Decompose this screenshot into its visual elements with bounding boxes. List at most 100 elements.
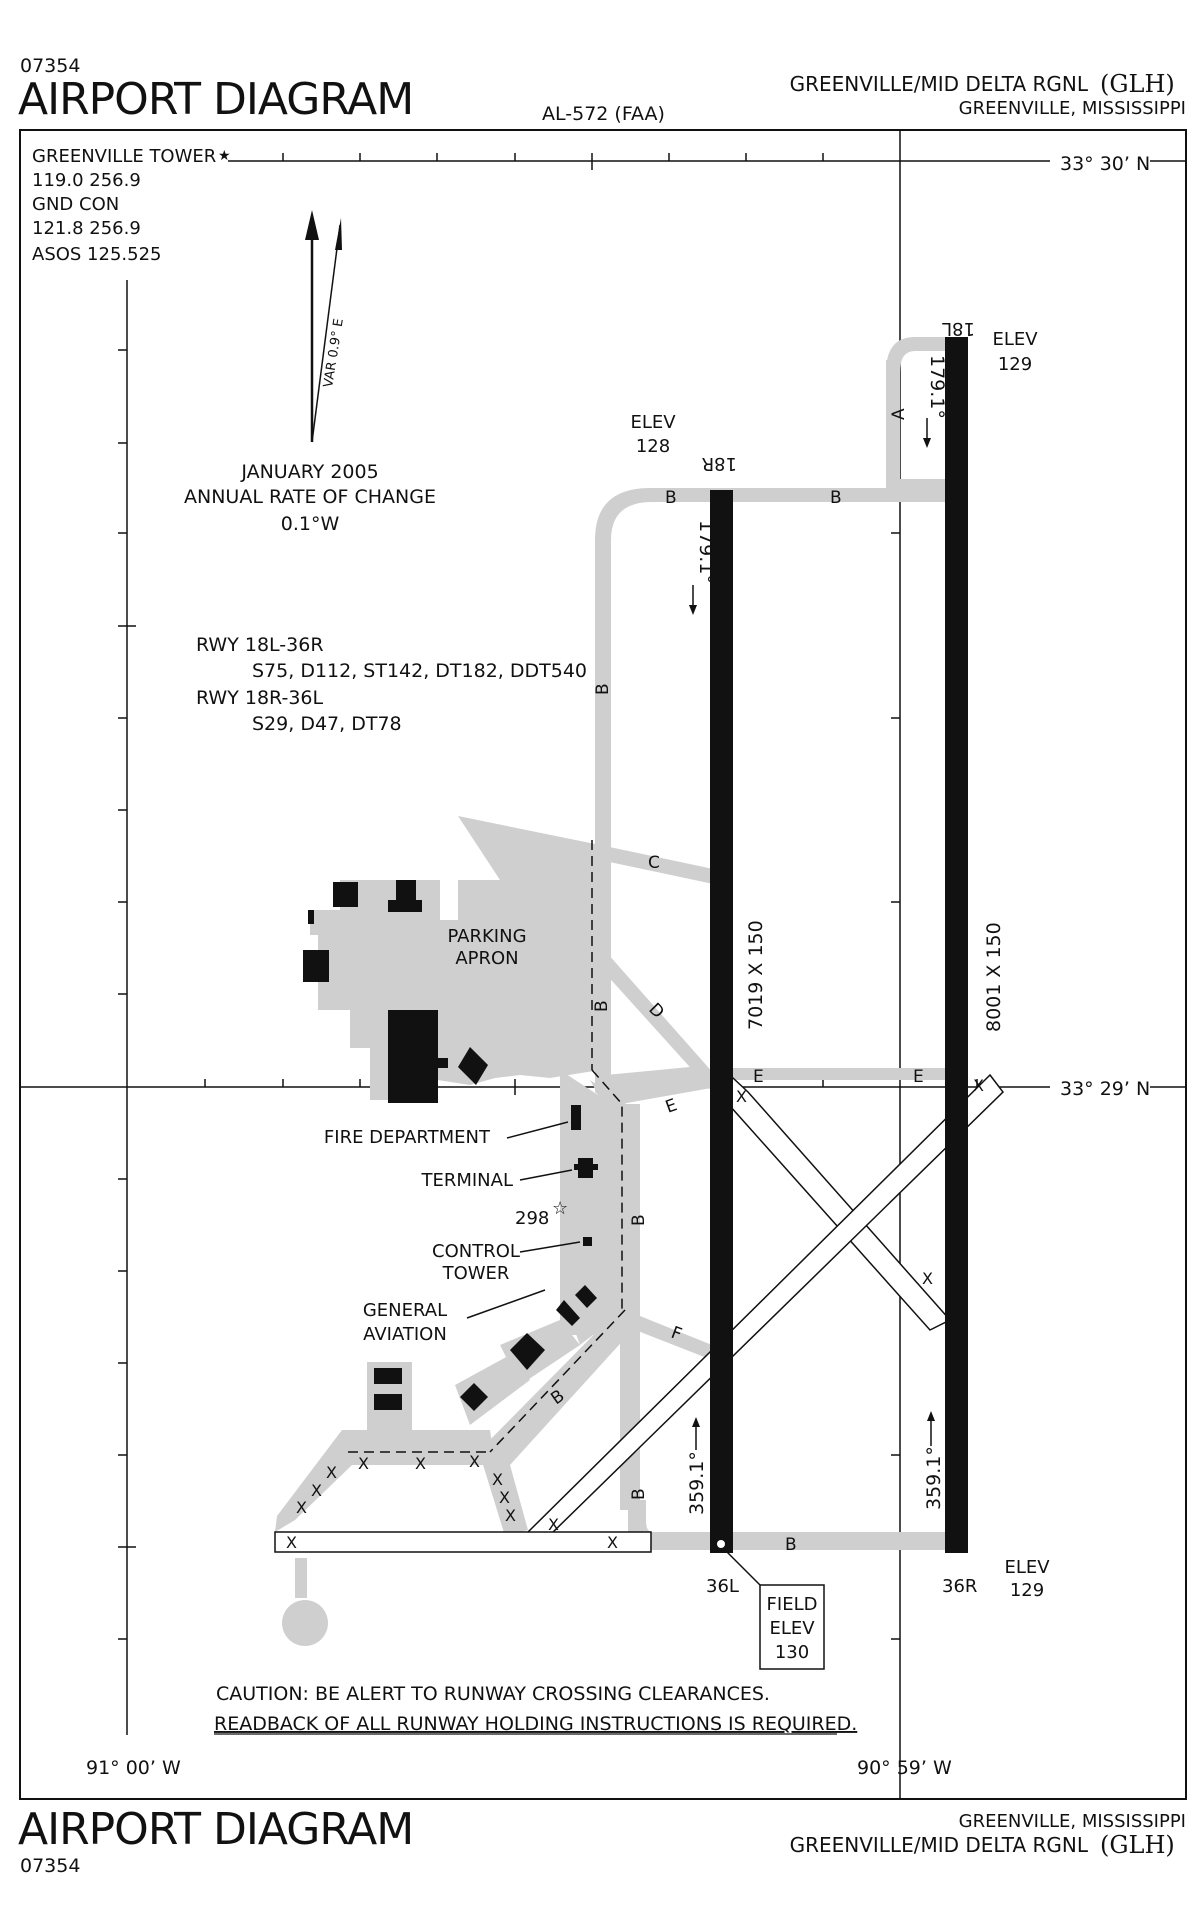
terminal-leader [519,1169,573,1181]
footer-volume-number: 07354 [20,1855,80,1877]
general-aviation-label-2: AVIATION [363,1324,447,1345]
closed-marker: X [286,1533,297,1552]
closed-marker: X [607,1533,618,1552]
taxiway-b-bottom [628,1500,950,1550]
parking-apron-notch [440,1000,490,1060]
elev-36r-label: ELEV [1004,1557,1050,1578]
heading-18r-arrowhead [689,605,697,615]
obstacle-star-icon: ☆ [552,1198,568,1219]
buildings [303,880,598,1411]
taxiway-b-north [595,488,720,1080]
runway-strength: RWY 18L-36R S75, D112, ST142, DT182, DDT… [196,634,587,735]
heading-18r: 179.1° [695,520,717,584]
heading-18l-arrowhead [923,438,931,448]
runway-18l-label: 18L [942,318,975,339]
chart-frame [19,129,1187,1800]
footer-airport-id: (GLH) [1100,1831,1175,1859]
closed-runways [274,1073,1004,1553]
taxiway-c [600,845,718,885]
runway-18l-dimensions: 8001 X 150 [983,922,1005,1032]
taxiway-labels: B B A B C D B E E E B F B B B [547,408,923,1555]
ground-label: GND CON [32,194,119,215]
variation-rate-label: ANNUAL RATE OF CHANGE [184,486,436,508]
general-aviation-leader [466,1289,546,1319]
heading-36l-arrowhead [692,1417,700,1427]
building [388,1010,438,1103]
notes: CAUTION: BE ALERT TO RUNWAY CROSSING CLE… [214,1683,857,1735]
field-elevation-value: 130 [775,1642,809,1663]
runways [710,337,968,1553]
obstacle-height: 298 [515,1208,549,1229]
lon-west-ticks [118,349,136,1640]
footer-city-state: GREENVILLE, MISSISSIPPI [959,1811,1186,1832]
taxiway-f [625,1310,712,1360]
movement-boundary [348,840,626,1453]
closed-marker: X [358,1454,369,1473]
ground-frequency: 121.8 256.9 [32,218,141,239]
tower-label: GREENVILLE TOWER [32,146,216,167]
building [308,910,314,924]
taxiway-a-left [886,360,900,500]
heading-36l: 359.1° [686,1451,708,1515]
frequency-box: GREENVILLE TOWER ★ 119.0 256.9 GND CON 1… [32,146,231,265]
variation-label: VAR 0.9° E [321,317,347,388]
closed-marker: X [973,1076,984,1095]
closed-marker: X [469,1452,480,1471]
variation-rate-value: 0.1°W [281,513,340,535]
runway-18l-36r [945,337,968,1553]
ga-connector [275,1430,352,1532]
taxiway-e-east [720,1068,960,1080]
elev-18r-label: ELEV [630,412,676,433]
building [458,1047,488,1085]
building [303,950,329,982]
latitude-label-mid: 33° 29’ N [1060,1078,1150,1100]
taxiway-label-e: E [753,1067,764,1087]
closed-marker: X [548,1515,559,1534]
ga-hangar [510,1333,545,1370]
control-tower-label-2: TOWER [442,1263,510,1284]
general-aviation-label-1: GENERAL [363,1300,447,1321]
building [396,880,416,900]
elev-18l-label: ELEV [992,329,1038,350]
field-elevation-box [759,1584,825,1670]
ga-hangar [575,1285,597,1308]
control-tower-icon [583,1237,592,1246]
control-tower-leader [519,1241,581,1253]
runway-18r-label: 18R [702,453,737,474]
parking-apron-label-2: APRON [455,948,518,969]
runway-1-values: S75, D112, ST142, DT182, DDT540 [252,660,587,682]
taxiway-a-right [900,479,950,502]
ga-hangar [374,1368,402,1384]
elevations: ELEV 128 ELEV 129 ELEV 129 FIELD ELEV 13… [630,329,1050,1670]
closed-markers: X X X X X X X X X X X X X X X [286,1076,984,1552]
header-city-state: GREENVILLE, MISSISSIPPI [959,98,1186,119]
header-volume-number: 07354 [20,55,80,77]
runway-labels: 18R 18L 36L 36R 7019 X 150 8001 X 150 17… [686,318,1005,1597]
magnetic-variation: VAR 0.9° E JANUARY 2005 ANNUAL RATE OF C… [184,210,436,535]
header-airport-id: (GLH) [1100,70,1175,98]
heading-36r-arrowhead [927,1411,935,1421]
closed-marker: X [326,1463,337,1482]
elev-18l-value: 129 [998,354,1032,375]
fire-department-building [571,1105,581,1130]
closed-marker: X [296,1498,307,1517]
field-elevation-leader [722,1547,761,1586]
taxiway-network [275,337,960,1646]
elev-36r-value: 129 [1010,1580,1044,1601]
footer-airport-name: GREENVILLE/MID DELTA RGNL [790,1833,1089,1857]
ga-apron-strip [342,1430,495,1465]
closed-marker: X [922,1269,933,1288]
ga-connector-south [480,1455,528,1536]
heading-18l: 179.1° [926,355,948,419]
ga-hangar [460,1383,488,1411]
taxiway-label-b: B [629,1214,649,1226]
parking-apron [310,816,600,1100]
longitude-label-west: 91° 00’ W [86,1757,181,1779]
closed-marker: X [736,1087,747,1106]
readback-note: READBACK OF ALL RUNWAY HOLDING INSTRUCTI… [214,1713,857,1735]
fire-department-leader [506,1121,569,1139]
runway-1-label: RWY 18L-36R [196,634,324,656]
taxiway-label-b: B [665,488,677,508]
taxiway-label-e: E [913,1067,924,1087]
parking-apron-label-1: PARKING [447,926,526,947]
